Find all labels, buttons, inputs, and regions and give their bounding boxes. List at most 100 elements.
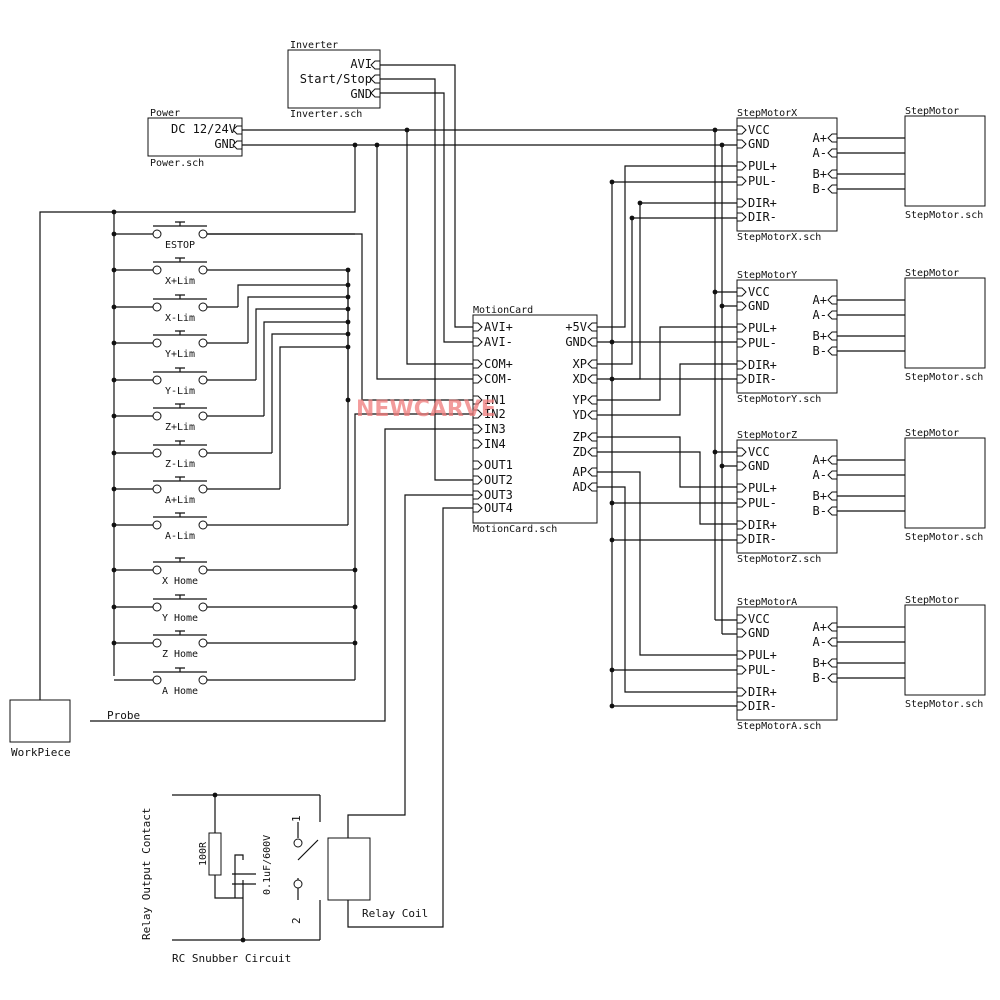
- junction-dot: [719, 303, 725, 309]
- inverter-pin-startstop: Start/Stop: [300, 72, 372, 86]
- workpiece-label: WorkPiece: [11, 746, 71, 759]
- motion-card-right-pin-label: ZP: [573, 430, 587, 444]
- motor-box: [904, 277, 986, 369]
- switch-actuator: [153, 294, 207, 300]
- driver-left-pin-label: DIR-: [748, 210, 777, 224]
- switch-contact: [152, 602, 162, 612]
- switch-actuator: [153, 557, 207, 563]
- junction-dot: [609, 500, 615, 506]
- switch-contact: [198, 375, 208, 385]
- motor-file: StepMotor.sch: [905, 532, 983, 543]
- motion-card-block: MotionCard MotionCard.sch AVI+AVI-COM+CO…: [472, 305, 598, 535]
- driver-right-port: [827, 346, 838, 356]
- switch-label: ESTOP: [165, 240, 195, 251]
- driver-right-pin-label: B-: [813, 504, 827, 518]
- driver-right-port: [827, 506, 838, 516]
- resistor-100r: [208, 832, 222, 876]
- driver-right-port: [827, 637, 838, 647]
- relay-pin-2: 2: [290, 917, 303, 924]
- switch-contact: [198, 338, 208, 348]
- switch-contact: [152, 302, 162, 312]
- switch-contact: [198, 265, 208, 275]
- driver-right-pin-label: B+: [813, 167, 827, 181]
- switch-actuator: [153, 630, 207, 636]
- driver-left-port: [736, 198, 747, 208]
- relay-block: Relay Output Contact 100R 0.1uF/600V 1 2…: [140, 794, 428, 965]
- inverter-pin-gnd: GND: [350, 87, 372, 101]
- switch-actuator: [153, 221, 207, 227]
- driver-left-port: [736, 665, 747, 675]
- switch-actuator: [153, 257, 207, 263]
- junction-dot: [111, 604, 117, 610]
- power-port-0: [232, 125, 243, 135]
- motion-card-left-pin-label: COM+: [484, 357, 513, 371]
- motion-card-left-port: [472, 337, 483, 347]
- driver-left-pin-label: PUL-: [748, 336, 777, 350]
- junction-dot: [352, 604, 358, 610]
- motion-card-right-pin-label: ZD: [573, 445, 587, 459]
- junction-dot: [352, 142, 358, 148]
- junction-dot: [712, 449, 718, 455]
- limit-taps: [237, 284, 348, 489]
- motion-card-left-port: [472, 395, 483, 405]
- switch-label: Y+Lim: [165, 349, 195, 360]
- junction-dot: [637, 200, 643, 206]
- motion-card-left-pin-label: AVI-: [484, 335, 513, 349]
- driver-right-port: [827, 622, 838, 632]
- switch-label: A Home: [162, 686, 198, 697]
- driver-box: [736, 117, 838, 232]
- junction-dot: [111, 340, 117, 346]
- switch-12: A Home: [114, 667, 355, 697]
- switch-contact: [152, 638, 162, 648]
- motor-title: StepMotor: [905, 106, 959, 117]
- driver-2: StepMotorZStepMotorZ.schVCCGNDPUL+PUL-DI…: [736, 430, 905, 565]
- switch-label: X+Lim: [165, 276, 195, 287]
- workpiece-block: WorkPiece Probe: [9, 699, 140, 759]
- driver-left-pin-label: GND: [748, 137, 770, 151]
- driver-left-pin-label: PUL+: [748, 481, 777, 495]
- motion-card-left-port: [472, 374, 483, 384]
- switch-contact: [198, 602, 208, 612]
- driver-left-pin-label: DIR+: [748, 518, 777, 532]
- junction-dot: [712, 289, 718, 295]
- motor-file: StepMotor.sch: [905, 210, 983, 221]
- inverter-port-2: [370, 88, 381, 98]
- motion-card-left-pin-label: OUT2: [484, 473, 513, 487]
- driver-file: StepMotorY.sch: [737, 394, 821, 405]
- driver-right-pin-label: A-: [813, 146, 827, 160]
- motor-box: [904, 115, 986, 207]
- relay-coil-box: [327, 837, 371, 901]
- junction-dot: [719, 142, 725, 148]
- driver-left-port: [736, 520, 747, 530]
- motion-card-right-port: [587, 374, 598, 384]
- motion-card-right-port: [587, 410, 598, 420]
- switch-contact: [198, 302, 208, 312]
- driver-title: StepMotorX: [737, 108, 797, 119]
- switch-label: Y Home: [162, 613, 198, 624]
- watermark: NEWCARVE: [356, 397, 496, 422]
- driver-left-port: [736, 614, 747, 624]
- motion-card-right-pin-label: AD: [573, 480, 587, 494]
- motion-card-right-port: [587, 395, 598, 405]
- contact-2: [293, 879, 303, 889]
- wires: [39, 64, 737, 928]
- junction-dot: [352, 567, 358, 573]
- switch-actuator: [153, 667, 207, 673]
- driver-right-pin-label: B+: [813, 489, 827, 503]
- junction-dot: [609, 703, 615, 709]
- driver-left-pin-label: VCC: [748, 612, 770, 626]
- switch-label: A-Lim: [165, 531, 195, 542]
- driver-0: StepMotorXStepMotorX.schVCCGNDPUL+PUL-DI…: [736, 108, 905, 243]
- motion-card-right-pin-label: GND: [565, 335, 587, 349]
- motion-card-right-port: [587, 359, 598, 369]
- switch-contact: [152, 411, 162, 421]
- switch-actuator: [153, 403, 207, 409]
- switch-contact: [198, 638, 208, 648]
- switch-label: Z-Lim: [165, 459, 195, 470]
- motor-title: StepMotor: [905, 428, 959, 439]
- driver-right-port: [827, 673, 838, 683]
- motion-card-right-port: [587, 467, 598, 477]
- switch-label: A+Lim: [165, 495, 195, 506]
